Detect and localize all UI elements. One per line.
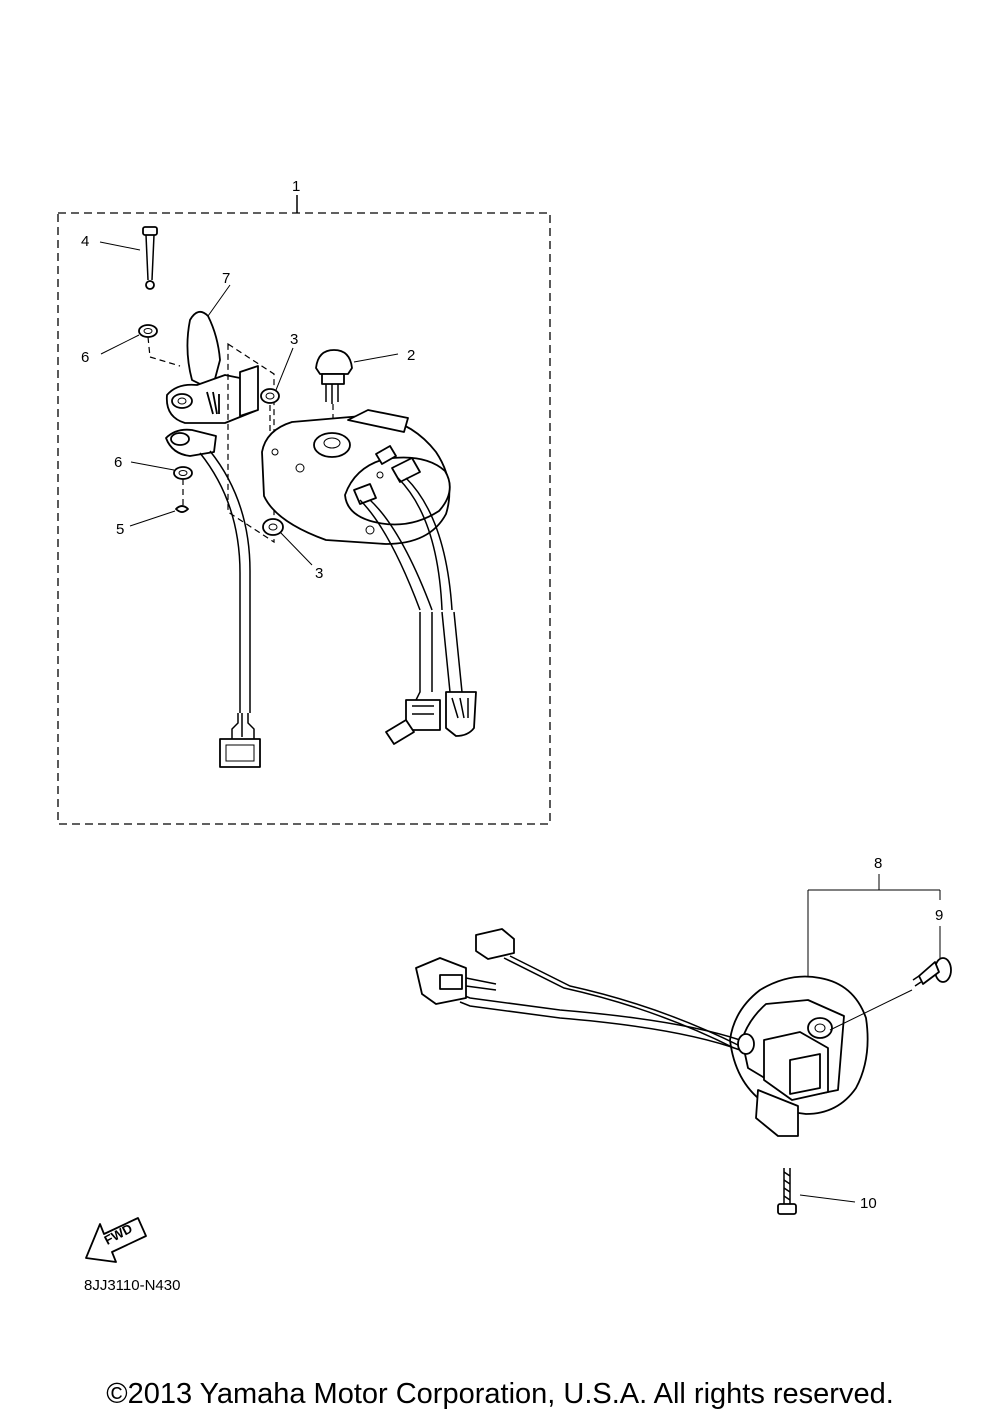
- callout-8: 8: [874, 855, 882, 872]
- part-8-harness: [415, 928, 755, 1055]
- part-8-switch-assembly: [729, 874, 941, 1137]
- callout-5: 5: [116, 521, 124, 538]
- callout-3-lower: 3: [315, 565, 323, 582]
- copyright-notice: ©2013 Yamaha Motor Corporation, U.S.A. A…: [106, 1378, 894, 1410]
- assembly-1-box: [57, 195, 551, 825]
- switch-harness: [385, 611, 477, 745]
- part-3-grommet-upper: [260, 347, 294, 404]
- part-2-knob: [315, 349, 399, 430]
- part-3-grommet-lower: [262, 518, 313, 566]
- callout-2: 2: [407, 347, 415, 364]
- callout-9: 9: [935, 907, 943, 924]
- part-5-clip: [129, 479, 189, 527]
- callout-6-lower: 6: [114, 454, 122, 471]
- callout-1: 1: [292, 178, 300, 195]
- callout-6-upper: 6: [81, 349, 89, 366]
- diagram-code: 8JJ3110-N430: [84, 1277, 180, 1294]
- part-10-bolt: [777, 1168, 856, 1215]
- part-9-screw: [912, 926, 952, 987]
- part-6-washer-upper: [100, 324, 181, 367]
- callout-10: 10: [860, 1195, 877, 1212]
- part-7-lever: [165, 284, 261, 768]
- alignment-guide: [227, 342, 275, 544]
- part-4-pin: [99, 226, 158, 290]
- callout-7: 7: [222, 270, 230, 287]
- part-6-washer-lower: [130, 461, 193, 480]
- callout-3-upper: 3: [290, 331, 298, 348]
- fwd-arrow-icon: FWD: [85, 1217, 147, 1263]
- callout-4: 4: [81, 233, 89, 250]
- switch-housing: [261, 409, 453, 611]
